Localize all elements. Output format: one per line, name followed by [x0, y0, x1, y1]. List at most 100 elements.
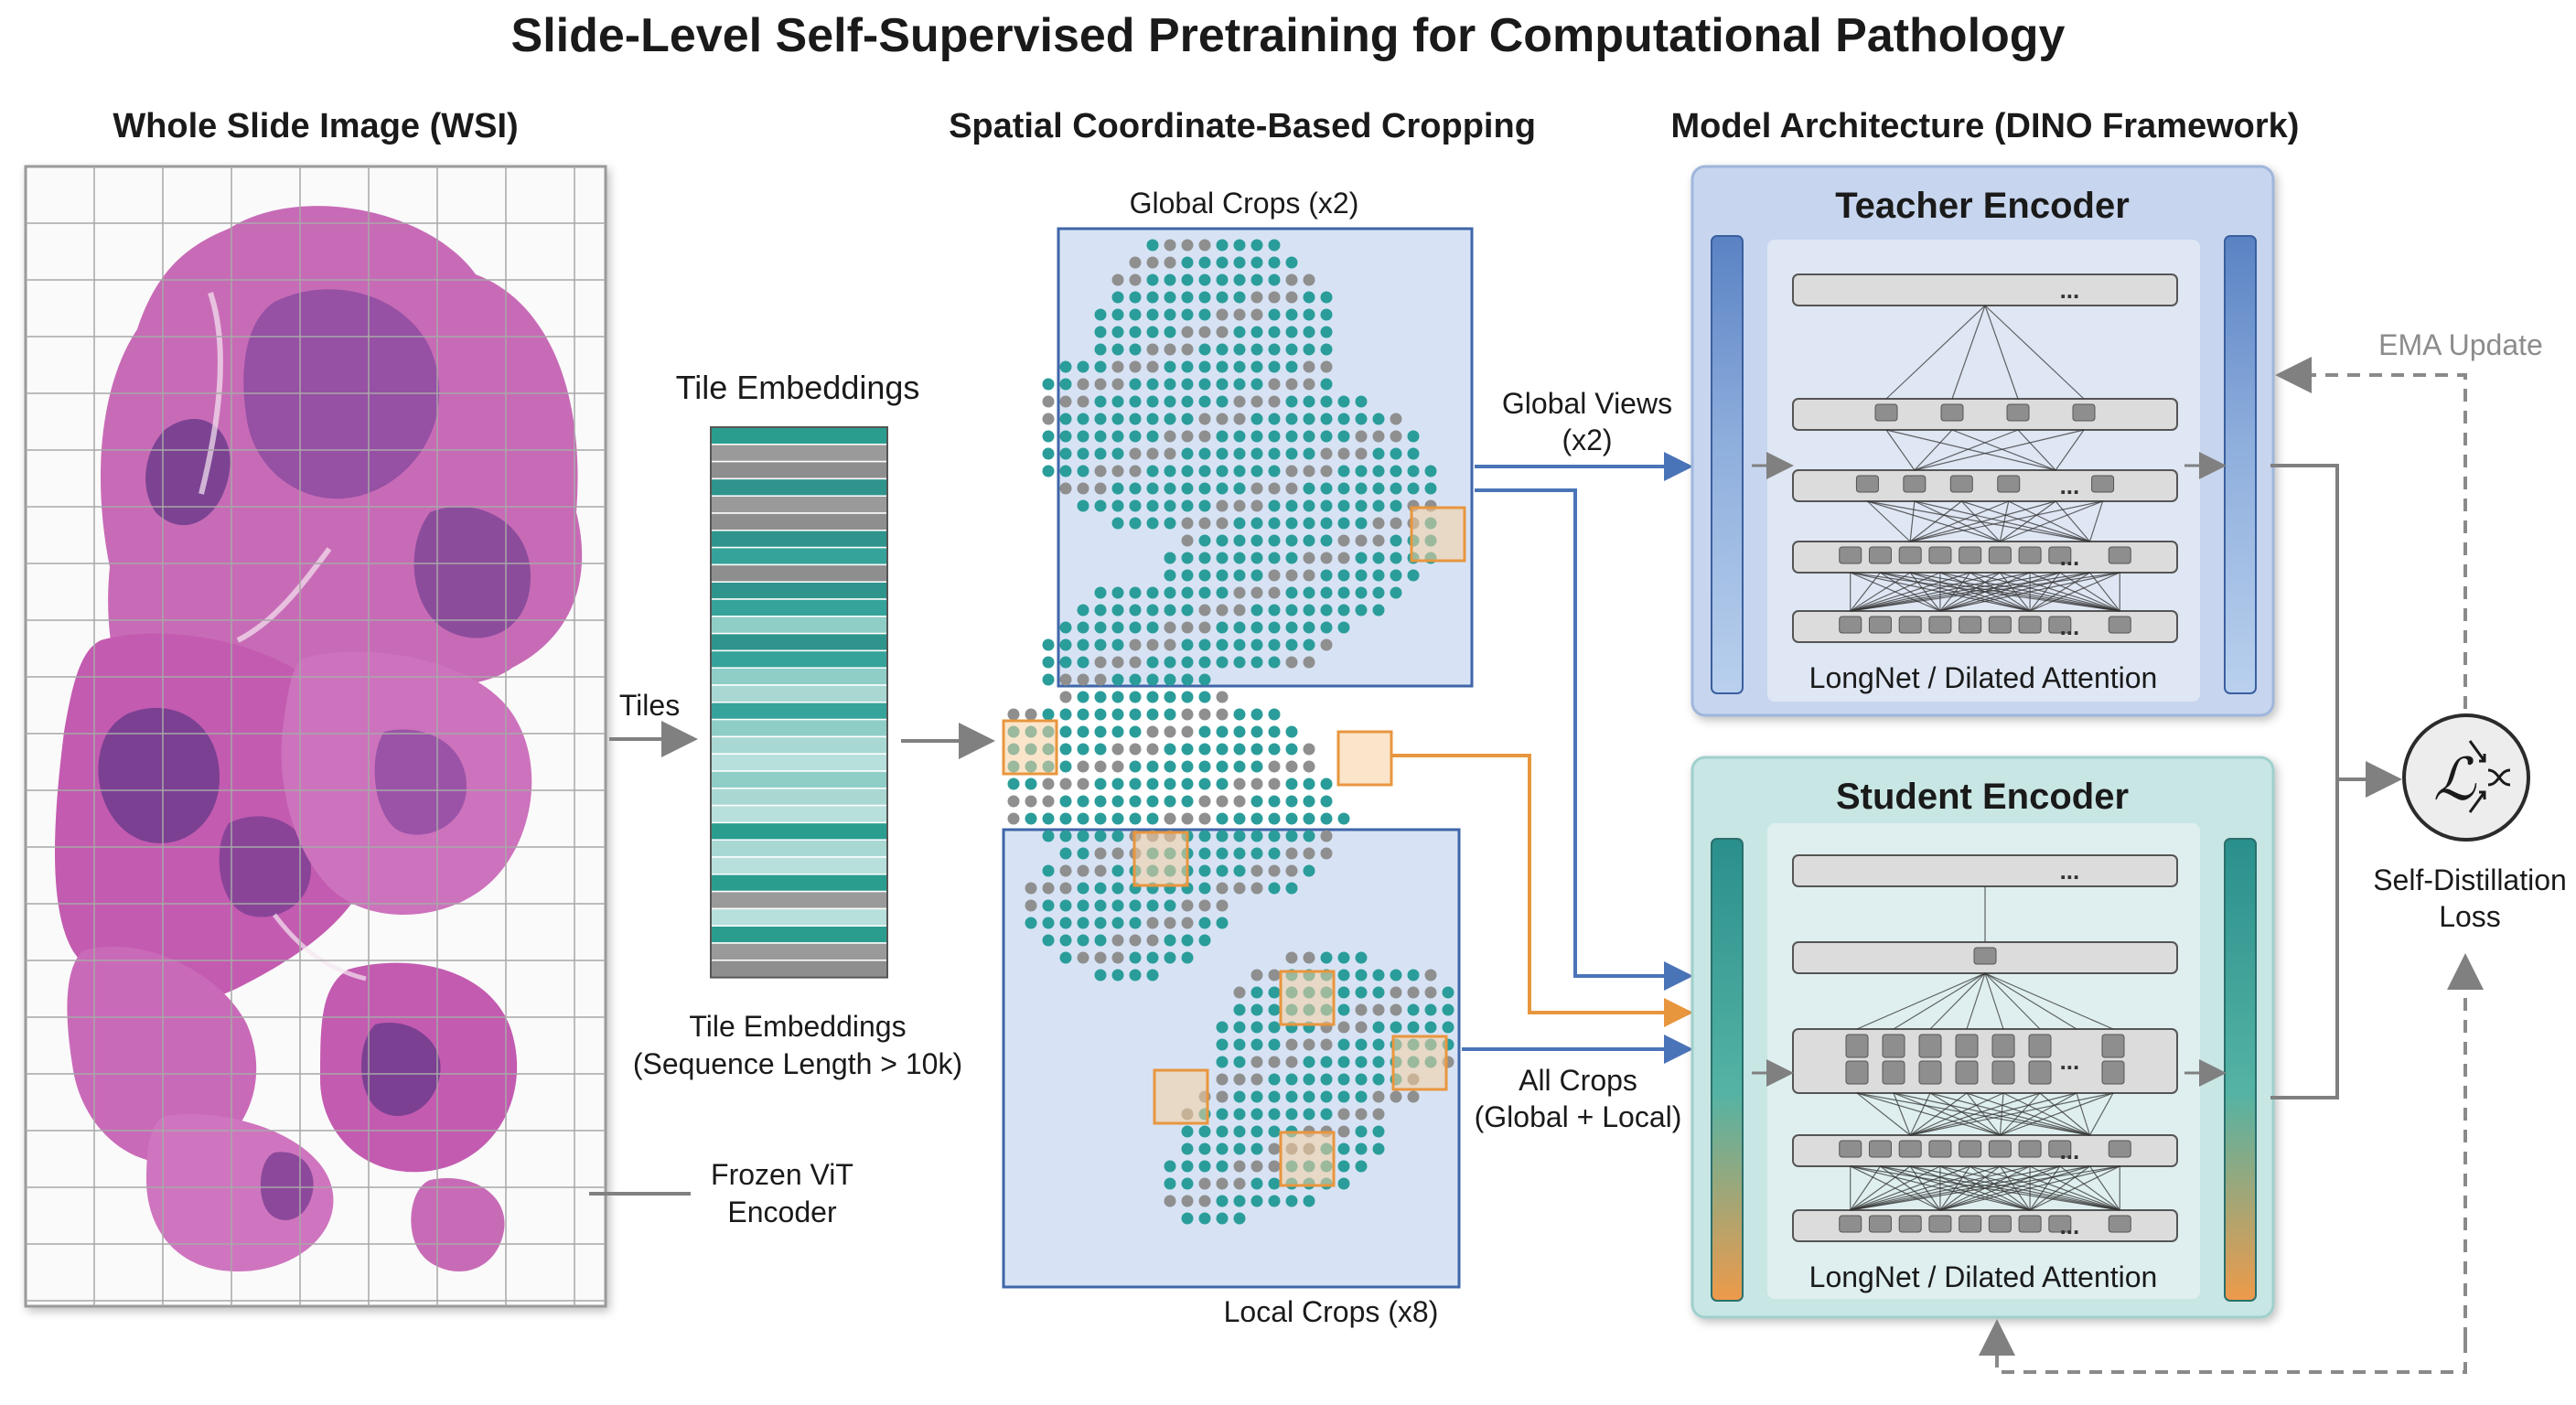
section-wsi-heading: Whole Slide Image (WSI) [113, 107, 518, 145]
tile-dot [1198, 847, 1211, 860]
tile-dot [1337, 969, 1350, 981]
network-node [1959, 1215, 1982, 1233]
tile-dot [1181, 360, 1194, 373]
tile-dot [1268, 708, 1281, 721]
tile-dot [1146, 586, 1159, 599]
network-node [1868, 1140, 1892, 1158]
tile-dot [1268, 743, 1281, 756]
tile-dot [1181, 499, 1194, 512]
tile-dot [1094, 899, 1107, 912]
tile-dot [1216, 586, 1229, 599]
tile-dot [1303, 743, 1315, 756]
tile-dot [1268, 586, 1281, 599]
tile-dot [1042, 899, 1055, 912]
tile-dot [1042, 917, 1055, 929]
tile-dot [1164, 1177, 1176, 1190]
tile-dot [1146, 778, 1159, 790]
network-node [1918, 1060, 1942, 1085]
tile-dot [1146, 638, 1159, 651]
student-encoder-title: Student Encoder [1836, 777, 2129, 817]
tile-dot [1146, 621, 1159, 634]
network-connection [1910, 500, 2103, 542]
tile-dot [1129, 343, 1142, 356]
tile-dot [1129, 447, 1142, 460]
tile-dot [1025, 708, 1037, 721]
tile-dot [1094, 360, 1107, 373]
tile-dot [1181, 465, 1194, 477]
tile-dot [1094, 934, 1107, 947]
network-node [2006, 403, 2030, 422]
tile-dot [1181, 656, 1194, 669]
tile-dot [1111, 430, 1124, 443]
tile-dot [1250, 378, 1263, 391]
tile-dot [1233, 360, 1246, 373]
network-connection [1850, 1165, 1911, 1211]
network-connection [1939, 1165, 2061, 1211]
local-crop-marker [1410, 506, 1466, 563]
network-connection [1856, 1092, 1911, 1136]
tile-dot [1250, 638, 1263, 651]
tile-embedding-row [710, 804, 888, 824]
tile-dot [1355, 395, 1368, 408]
network-connection [1850, 1165, 1970, 1211]
tile-dot [1303, 638, 1315, 651]
tile-dot [1164, 656, 1176, 669]
tile-dot [1390, 569, 1402, 582]
tile-dot [1303, 1056, 1315, 1068]
tile-dot [1320, 552, 1333, 564]
tile-dot [1320, 847, 1333, 860]
tile-dot [1059, 795, 1072, 808]
tile-dot [1181, 899, 1194, 912]
tile-dot [1442, 1003, 1454, 1016]
tile-dot [1320, 951, 1333, 964]
tile-dot [1111, 360, 1124, 373]
tile-dot [1285, 847, 1298, 860]
student-encoder: Student Encoder ............ LongNet / D… [1690, 756, 2275, 1319]
tile-dot [1216, 1195, 1229, 1207]
tile-dot [1059, 812, 1072, 825]
tile-dot [1198, 778, 1211, 790]
tile-dot [1111, 326, 1124, 338]
tile-dot [1094, 656, 1107, 669]
tile-dot [1303, 447, 1315, 460]
whole-slide-image [24, 165, 607, 1308]
tile-dot [1390, 482, 1402, 495]
network-node [1959, 1140, 1982, 1158]
tile-dot [1250, 273, 1263, 286]
tile-dot [1372, 569, 1385, 582]
tile-dot [1233, 308, 1246, 321]
tile-dot [1111, 273, 1124, 286]
tile-dot [1094, 830, 1107, 842]
tile-dot [1077, 917, 1089, 929]
tile-dot [1198, 343, 1211, 356]
tile-dot [1285, 656, 1298, 669]
tile-dot [1129, 951, 1142, 964]
tile-dot [1355, 1003, 1368, 1016]
tile-dot [1355, 430, 1368, 443]
tile-embedding-row [710, 632, 888, 652]
network-node [2018, 616, 2042, 634]
network-connection [2029, 572, 2061, 612]
tile-dot [1181, 743, 1194, 756]
tile-dot [1268, 395, 1281, 408]
tile-dot [1337, 534, 1350, 547]
tile-dot [1337, 482, 1350, 495]
tile-dot [1268, 256, 1281, 269]
tile-dot [1320, 343, 1333, 356]
tile-embedding-row [710, 856, 888, 875]
tile-dot [1424, 986, 1437, 999]
network-node [2018, 1215, 2042, 1233]
tile-dot [1355, 1125, 1368, 1138]
tile-dot [1077, 725, 1089, 738]
teacher-output-connector [2270, 464, 2339, 782]
tile-dot [1320, 1038, 1333, 1051]
tile-dot [1111, 621, 1124, 634]
tile-dot [1216, 378, 1229, 391]
tile-dot [1424, 465, 1437, 477]
tile-embeddings-bottom-label-line2: (Sequence Length > 10k) [633, 1047, 962, 1080]
loss-arrows-icon [2468, 740, 2511, 813]
tile-dot [1233, 812, 1246, 825]
tile-dot [1077, 465, 1089, 477]
tile-dot [1372, 1090, 1385, 1103]
tile-dot [1129, 465, 1142, 477]
